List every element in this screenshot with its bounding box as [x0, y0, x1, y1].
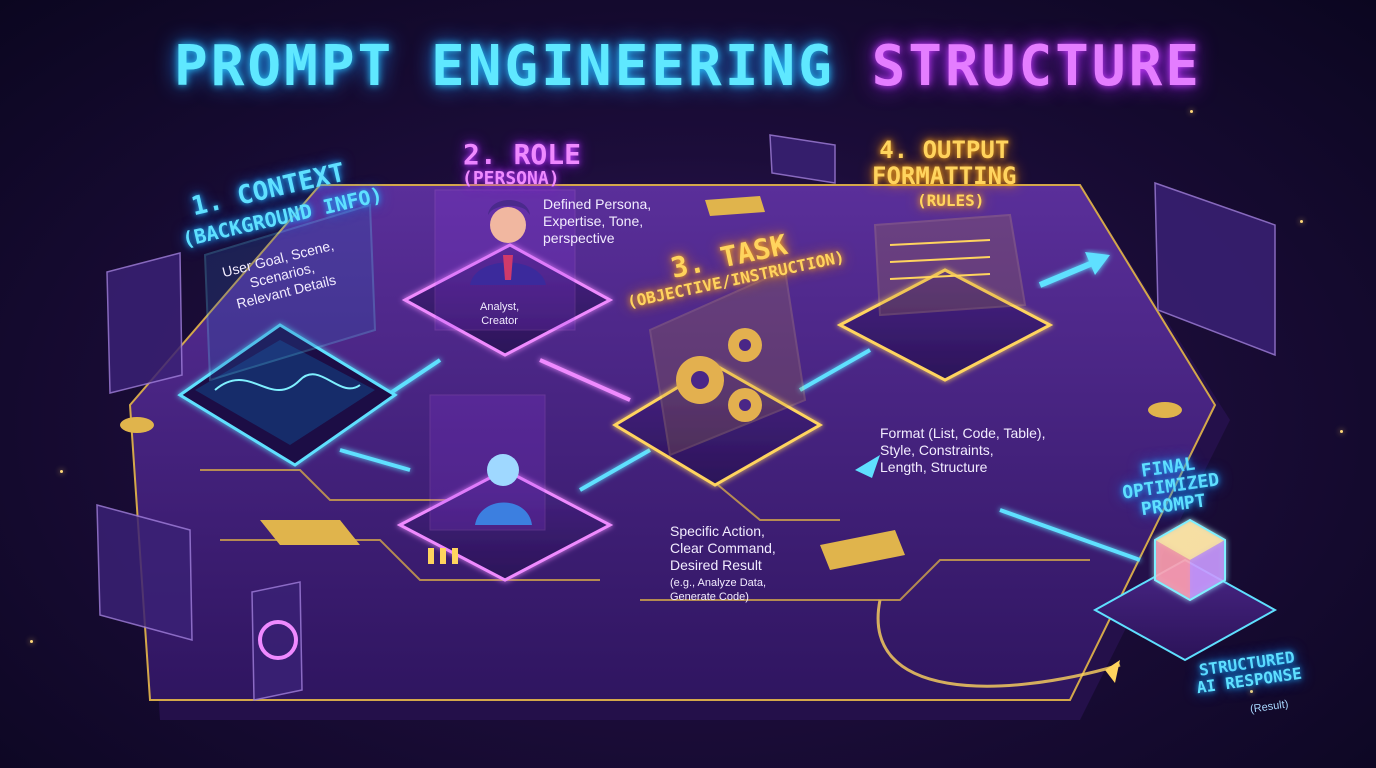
- task-tile: [612, 268, 824, 487]
- arrow-icon: [1038, 252, 1110, 288]
- role-heading: 2. ROLE: [463, 138, 582, 171]
- document-panel-icon: [889, 239, 991, 280]
- context-tile: [177, 203, 398, 467]
- output-tile: [836, 213, 1054, 382]
- result-arrow-icon: [1105, 660, 1120, 683]
- gears-icon: [676, 328, 762, 422]
- role-tile-top: [401, 189, 614, 357]
- title-part-2: STRUCTURE: [871, 34, 1203, 99]
- persona-avatar-icon: [470, 200, 546, 285]
- gold-bars: [120, 196, 1182, 570]
- role-examples: Analyst, Creator: [480, 301, 520, 327]
- output-subheading: (RULES): [917, 191, 985, 210]
- title-part-1: PROMPT ENGINEERING: [173, 34, 835, 99]
- task-examples: (e.g., Analyze Data, Generate Code): [670, 577, 766, 603]
- role-subheading: (PERSONA): [462, 168, 560, 189]
- floating-panels: [96, 134, 1276, 701]
- glowing-cube-icon: [1154, 518, 1226, 602]
- output-description: Format (List, Code, Table), Style, Const…: [880, 425, 1046, 475]
- user-avatar-icon: [475, 454, 532, 525]
- task-description: Specific Action, Clear Command, Desired …: [670, 523, 776, 573]
- page-title: PROMPT ENGINEERING STRUCTURE: [0, 34, 1376, 99]
- wave-hologram-icon: [214, 373, 361, 391]
- final-tile: [1092, 518, 1278, 662]
- role-description: Defined Persona, Expertise, Tone, perspe…: [543, 196, 652, 246]
- format-arrow-icon: [855, 455, 880, 478]
- output-heading: 4. OUTPUT FORMATTING: [872, 136, 1017, 190]
- role-tile-bottom: [396, 394, 614, 582]
- ring-gauge-icon: [258, 620, 298, 660]
